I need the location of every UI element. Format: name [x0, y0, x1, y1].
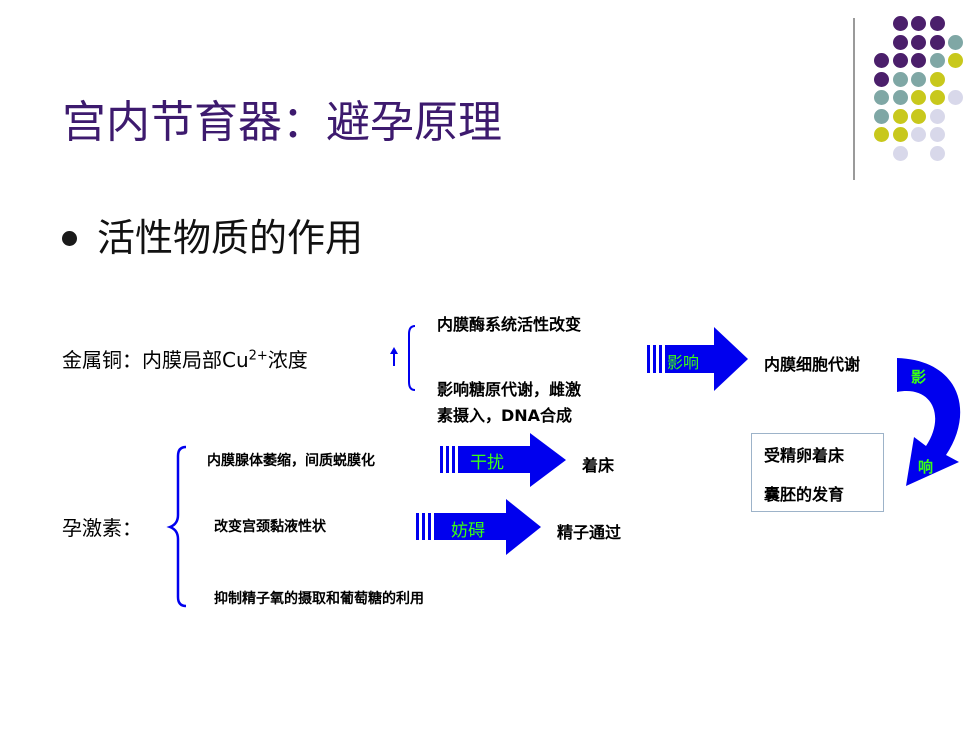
decorative-dot — [929, 108, 945, 124]
decorative-dot — [911, 34, 926, 50]
copper-bracket — [408, 325, 416, 391]
page-title: 宫内节育器：避孕原理 — [62, 97, 502, 148]
progestin-item-2: 改变宫颈黏液性状 — [214, 519, 326, 535]
copper-label-main: 金属铜：内膜局部Cu — [62, 348, 249, 372]
decorative-dot — [929, 16, 945, 31]
copper-result: 内膜细胞代谢 — [764, 355, 861, 374]
curve-label-bottom: 响 — [918, 458, 934, 476]
copper-branch-bottom-line2: 素摄入，DNA合成 — [437, 406, 573, 425]
decorative-dot — [929, 90, 945, 105]
decorative-dot — [892, 53, 908, 68]
decorative-dot — [911, 127, 926, 142]
dot-grid-decoration — [0, 0, 980, 200]
decorative-dot — [892, 108, 908, 124]
interfere-arrow-label: 干扰 — [470, 453, 504, 473]
influence-arrow — [647, 327, 748, 391]
hinder-arrow — [416, 499, 541, 555]
decorative-dot — [911, 108, 926, 124]
bullet-dot — [62, 231, 77, 246]
progestin-item-1: 内膜腺体萎缩，间质蜕膜化 — [207, 453, 375, 469]
outcome-box-line1: 受精卵着床 — [764, 446, 845, 465]
outcome-box-line2: 囊胚的发育 — [764, 485, 845, 504]
decorative-dot — [911, 53, 926, 68]
decorative-dot — [929, 71, 945, 87]
divider-line — [853, 18, 855, 180]
progestin-brace — [166, 445, 187, 608]
decorative-dot — [892, 127, 908, 142]
decorative-dot — [929, 127, 945, 142]
decorative-dot — [911, 90, 926, 105]
decorative-dot — [892, 34, 908, 50]
progestin-item-3: 抑制精子氧的摄取和葡萄糖的利用 — [214, 591, 424, 607]
decorative-dot — [892, 71, 908, 87]
decorative-dot — [929, 34, 945, 50]
influence-arrow-label: 影响 — [667, 353, 700, 372]
outcome-box — [751, 433, 884, 512]
progestin-result-2: 精子通过 — [557, 523, 622, 542]
copper-label-tail: 浓度 — [267, 348, 308, 372]
curved-influence-arrow — [897, 358, 961, 486]
decorative-dot — [892, 90, 908, 105]
decorative-dot — [948, 90, 963, 105]
decorative-dot — [874, 90, 889, 105]
decorative-dot — [948, 53, 963, 68]
copper-branch-bottom-line1: 影响糖原代谢，雌激 — [437, 380, 582, 399]
up-arrow-icon — [390, 347, 398, 366]
interfere-arrow — [440, 433, 566, 487]
decorative-dot — [911, 71, 926, 87]
decorative-dot — [874, 108, 889, 124]
decorative-dot — [874, 53, 889, 68]
decorative-dot — [874, 127, 889, 142]
decorative-dot — [911, 16, 926, 31]
copper-label-sup: 2+ — [248, 348, 268, 364]
decorative-dot — [929, 53, 945, 68]
decorative-dot — [948, 34, 963, 50]
decorative-dot — [892, 145, 908, 161]
decorative-dot — [892, 16, 908, 31]
copper-branch-top: 内膜酶系统活性改变 — [437, 315, 582, 334]
decorative-dot — [929, 145, 945, 161]
copper-label: 金属铜：内膜局部Cu2+浓度 — [62, 344, 308, 373]
curve-label-top: 影 — [911, 368, 927, 386]
progestin-label: 孕激素： — [62, 516, 142, 540]
progestin-result-1: 着床 — [582, 456, 615, 475]
bullet-heading: 活性物质的作用 — [97, 216, 364, 260]
hinder-arrow-label: 妨碍 — [451, 521, 485, 541]
decorative-dot — [874, 71, 889, 87]
